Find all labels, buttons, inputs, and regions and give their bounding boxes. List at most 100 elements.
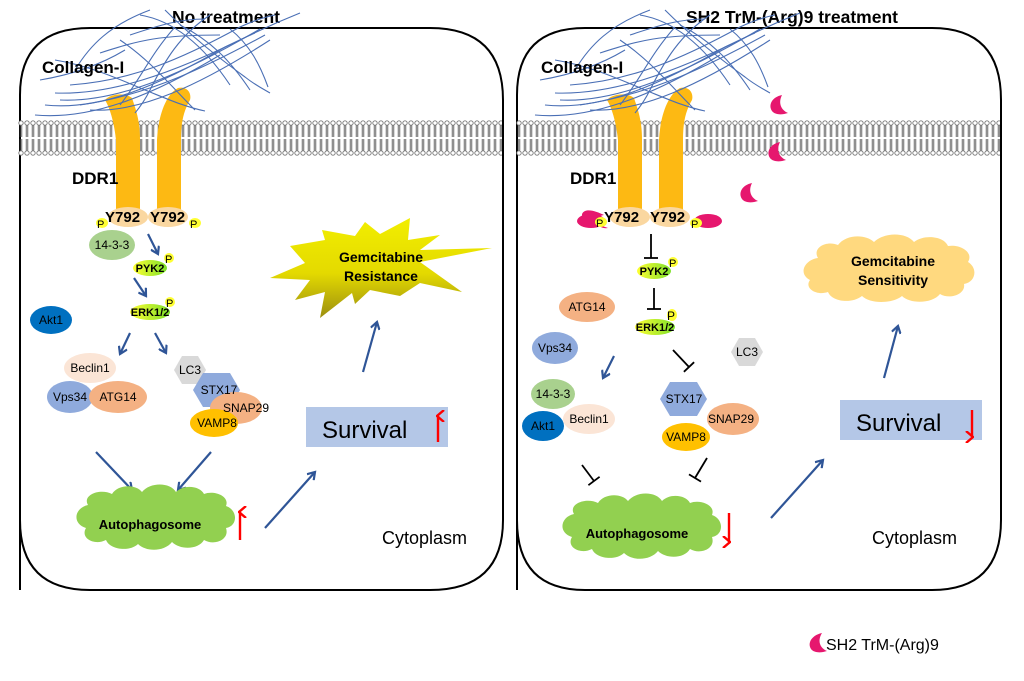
protein-lc3-label: LC3 [736, 345, 758, 359]
arrow-erk-to-beclin1 [120, 332, 131, 354]
arrow-autophagosome-to-survival [264, 472, 315, 529]
erk-phospho-mark: P [166, 298, 173, 310]
protein-akt1 [522, 411, 564, 441]
protein-atg14 [89, 381, 147, 413]
protein-erk-label: ERK1/2 [131, 307, 170, 319]
protein-akt1 [30, 306, 72, 334]
panel-no-treatment: No treatment Collagen-I DDR1 P Y792 Y792… [18, 7, 504, 591]
panel-sh2-treatment: SH2 TrM-(Arg)9 treatment Collagen-I DDR1… [516, 7, 1002, 591]
protein-erk [635, 319, 675, 335]
ddr1-label: DDR1 [570, 169, 616, 188]
protein-snap29-label: SNAP29 [708, 412, 754, 426]
gemcitabine-resistance-burst [270, 218, 492, 318]
outcome-line2: Resistance [344, 268, 418, 284]
arrow-snare-complex-to-autophagosome [178, 451, 212, 490]
arrow-to-beclin-complex [603, 355, 615, 378]
arrow-autophagosome-to-survival [770, 460, 823, 519]
protein-vamp8-label: VAMP8 [197, 416, 237, 430]
ddr1-receptor [607, 87, 693, 227]
panel-title: No treatment [172, 7, 280, 27]
protein-14-3-3-label: 14-3-3 [536, 387, 571, 401]
protein-snap29-label: SNAP29 [223, 401, 269, 415]
arrow-pyk2-to-erk [133, 277, 146, 296]
protein-stx17-label: STX17 [666, 392, 703, 406]
peptide-icon [768, 142, 786, 162]
protein-stx17-label: STX17 [201, 383, 238, 397]
site-y792-right: Y792 [150, 209, 185, 226]
crescent-peptide-icon [809, 633, 827, 653]
protein-atg14-label: ATG14 [99, 390, 136, 404]
collagen-label: Collagen-I [541, 58, 623, 77]
survival-box [306, 407, 448, 447]
protein-beclin1-label: Beclin1 [569, 412, 609, 426]
protein-14-3-3 [89, 230, 135, 260]
protein-lc3 [174, 356, 206, 384]
phospho-mark-right: P [691, 219, 698, 231]
autophagosome-label: Autophagosome [99, 517, 202, 532]
cytoplasm-label: Cytoplasm [872, 528, 957, 548]
protein-vamp8 [190, 409, 238, 437]
inhibit-erk-to-snare [672, 349, 695, 373]
autophagosome [76, 484, 235, 550]
protein-stx17 [660, 382, 707, 416]
inhibit-beclin-complex-to-autophagosome [581, 464, 601, 486]
protein-vamp8-label: VAMP8 [666, 430, 706, 444]
protein-snap29 [707, 403, 759, 435]
protein-erk-label: ERK1/2 [636, 322, 675, 334]
phospho-mark-left: P [97, 219, 104, 231]
ddr1-label: DDR1 [72, 169, 118, 188]
protein-erk [130, 304, 170, 320]
arrow-erk-to-lc3 [154, 332, 166, 353]
cell-boundary [19, 27, 504, 591]
phospho-mark-left: P [596, 218, 603, 230]
protein-beclin1 [563, 404, 615, 434]
cytoplasm-label: Cytoplasm [382, 528, 467, 548]
protein-vps34 [532, 332, 578, 364]
phospho-mark-right: P [190, 219, 197, 231]
protein-atg14-label: ATG14 [568, 300, 605, 314]
autophagosome-label: Autophagosome [586, 526, 689, 541]
pyk2-phospho-mark: P [165, 254, 172, 266]
protein-beclin1 [64, 353, 116, 383]
legend: SH2 TrM-(Arg)9 [809, 633, 939, 654]
outcome-line2: Sensitivity [858, 272, 928, 288]
peptide-icon [740, 183, 758, 203]
protein-pyk2 [637, 263, 671, 279]
pyk2-phospho-mark: P [669, 258, 676, 270]
protein-pyk2 [133, 260, 167, 276]
erk-phospho-mark: P [667, 309, 675, 323]
autophagosome [562, 493, 721, 559]
cell-membrane [516, 120, 1000, 156]
ddr1-receptor [105, 87, 191, 227]
cell-boundary [516, 27, 1002, 591]
protein-lc3 [731, 338, 763, 366]
outcome-line1: Gemcitabine [851, 253, 935, 269]
outcome-line1: Gemcitabine [339, 249, 423, 265]
site-y792-left: Y792 [105, 209, 140, 226]
arrow-survival-to-outcome [882, 326, 898, 379]
arrow-beclin-complex-to-autophagosome [95, 451, 132, 490]
collagen-label: Collagen-I [42, 58, 124, 77]
cell-membrane [18, 120, 502, 156]
survival-label: Survival [322, 417, 407, 444]
protein-vps34-label: Vps34 [53, 390, 87, 404]
survival-box [840, 400, 982, 440]
protein-akt1-label: Akt1 [39, 313, 63, 327]
protein-14-3-3 [531, 379, 575, 409]
protein-beclin1-label: Beclin1 [70, 361, 110, 375]
protein-pyk2-label: PYK2 [136, 263, 165, 275]
site-y792-left: Y792 [604, 209, 639, 226]
protein-vamp8 [662, 423, 710, 451]
site-y792-right: Y792 [650, 209, 685, 226]
legend-label: SH2 TrM-(Arg)9 [826, 637, 939, 654]
panel-title: SH2 TrM-(Arg)9 treatment [686, 7, 898, 27]
gemcitabine-sensitivity-cloud [803, 234, 975, 302]
protein-akt1-label: Akt1 [531, 419, 555, 433]
survival-label: Survival [856, 410, 941, 437]
protein-vps34 [47, 381, 93, 413]
inhibit-snare-complex-to-autophagosome [688, 457, 708, 483]
arrow-survival-to-outcome [361, 322, 377, 373]
protein-vps34-label: Vps34 [538, 341, 572, 355]
peptide-icon [770, 95, 788, 115]
